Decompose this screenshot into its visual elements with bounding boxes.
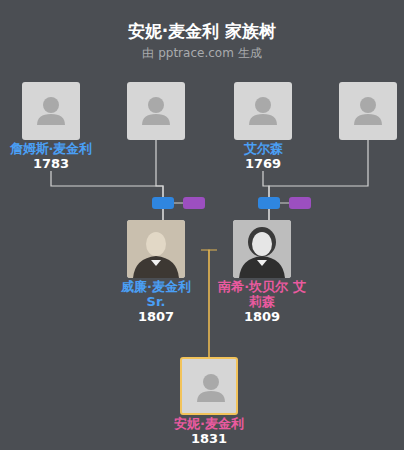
- parent-connector: [51, 171, 163, 220]
- photo-frame: [234, 82, 292, 140]
- marriage-marker: [152, 197, 174, 209]
- photo-frame: [22, 82, 80, 140]
- portrait-image: [234, 82, 292, 140]
- parent-connector: [269, 140, 368, 220]
- person-card: 南希·坎贝尔 艾莉森1809: [217, 220, 307, 324]
- person-card: 艾尔森1769: [208, 82, 318, 171]
- person-name: 南希·坎贝尔 艾莉森: [217, 279, 307, 309]
- person-name: 威廉·麦金利 Sr.: [111, 279, 201, 309]
- birth-year: 1807: [111, 309, 201, 324]
- marker-link: [174, 203, 183, 204]
- child-connector: [209, 250, 217, 357]
- photo-frame: [339, 82, 397, 140]
- child-connector: [201, 250, 209, 357]
- diagram-caption: 由 pptrace.com 生成: [0, 45, 404, 62]
- marriage-marker: [289, 197, 311, 209]
- birth-year: 1769: [208, 156, 318, 171]
- portrait-image: [127, 220, 185, 278]
- marriage-marker: [258, 197, 280, 209]
- photo-frame: [127, 82, 185, 140]
- person-card: 安妮·麦金利1831: [154, 357, 264, 446]
- birth-year: 1831: [154, 431, 264, 446]
- portrait-image: [233, 220, 291, 278]
- photo-frame: [180, 357, 238, 415]
- person-name: 艾尔森: [208, 141, 318, 156]
- person-name: 詹姆斯·麦金利: [0, 141, 106, 156]
- marriage-marker: [183, 197, 205, 209]
- parent-connector: [263, 171, 269, 220]
- marker-link: [280, 203, 289, 204]
- photo-frame: [127, 220, 185, 278]
- portrait-image: [182, 359, 238, 415]
- portrait-image: [127, 82, 185, 140]
- portrait-image: [22, 82, 80, 140]
- diagram-title: 安妮·麦金利 家族树: [0, 20, 404, 43]
- photo-frame: [233, 220, 291, 278]
- person-card: 詹姆斯·麦金利1783: [0, 82, 106, 171]
- person-card: [111, 82, 201, 140]
- birth-year: 1809: [217, 309, 307, 324]
- portrait-image: [339, 82, 397, 140]
- person-card: 威廉·麦金利 Sr.1807: [111, 220, 201, 324]
- person-card: [339, 82, 397, 140]
- person-name: 安妮·麦金利: [154, 416, 264, 431]
- birth-year: 1783: [0, 156, 106, 171]
